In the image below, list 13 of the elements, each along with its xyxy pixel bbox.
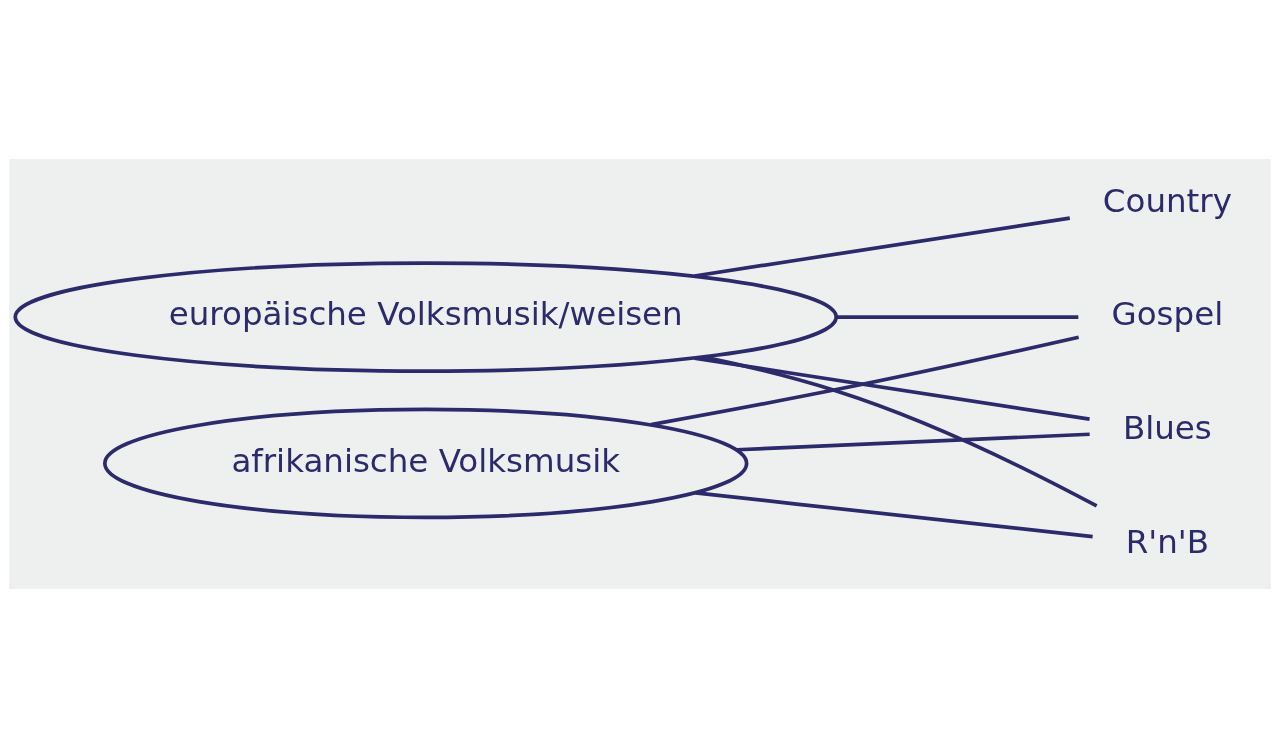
connector — [736, 432, 1090, 452]
node-text: Blues — [1122, 409, 1212, 448]
connector — [694, 216, 1071, 278]
connector — [695, 491, 1093, 539]
connector — [703, 355, 1098, 508]
connector — [694, 356, 1090, 421]
connector — [650, 335, 1080, 427]
node-text: R'n'B — [1125, 522, 1210, 561]
node-ellipse: europäische Volksmusik/weisen — [13, 261, 839, 373]
node-text: Country — [1102, 181, 1232, 220]
node-ellipse: afrikanische Volksmusik — [103, 407, 749, 520]
connector — [836, 315, 1079, 319]
node-text: Gospel — [1111, 295, 1224, 334]
